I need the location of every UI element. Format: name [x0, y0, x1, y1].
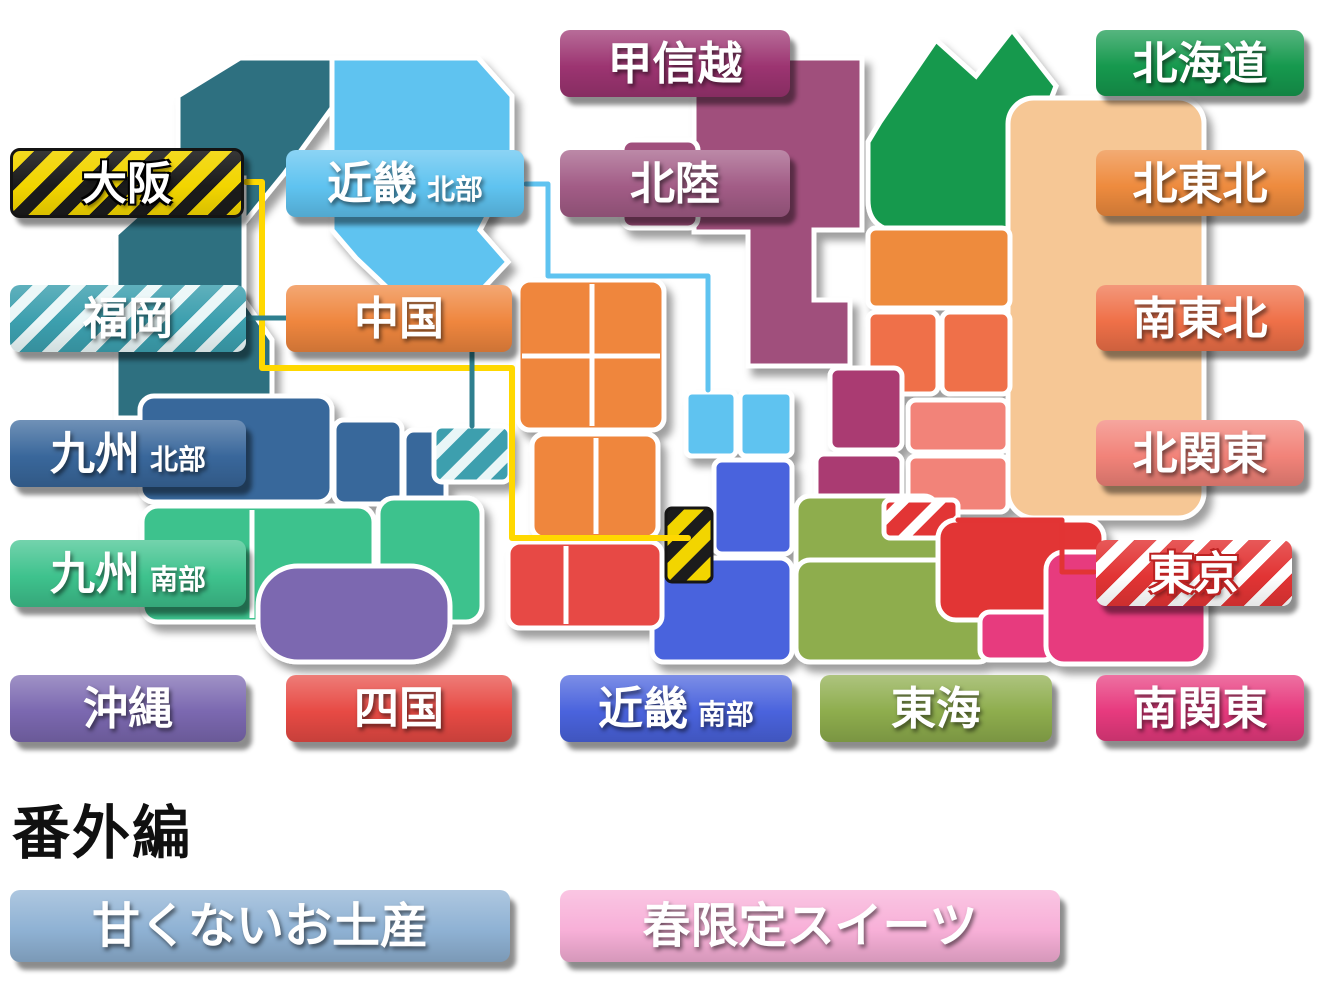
- region-button-tokai[interactable]: 東海: [820, 675, 1052, 742]
- tokyo-leader-line: [955, 517, 1097, 575]
- region-button-osaka[interactable]: 大阪: [10, 148, 244, 218]
- region-button-hokkaido[interactable]: 北海道: [1096, 30, 1304, 96]
- region-label: 四国: [353, 682, 444, 735]
- map-region-kita-tohoku[interactable]: [865, 225, 1013, 311]
- region-button-kinki-south[interactable]: 近畿 南部: [560, 675, 792, 742]
- region-button-fukuoka[interactable]: 福岡: [10, 285, 246, 352]
- region-label: 沖縄: [82, 682, 173, 735]
- extra-label: 甘くないお土産: [91, 898, 428, 954]
- map-region-okinawa[interactable]: [255, 563, 453, 665]
- region-label: 北東北: [1132, 156, 1268, 210]
- region-label: 南関東: [1132, 681, 1268, 735]
- region-button-kyushu-south[interactable]: 九州 南部: [10, 540, 246, 607]
- region-button-kyushu-north[interactable]: 九州 北部: [10, 420, 246, 487]
- region-button-tokyo[interactable]: 東京: [1096, 540, 1292, 606]
- region-label: 東京: [1148, 546, 1239, 600]
- region-button-okinawa[interactable]: 沖縄: [10, 675, 246, 742]
- region-button-chugoku[interactable]: 中国: [286, 285, 512, 352]
- map-region-shikoku[interactable]: [505, 539, 665, 631]
- region-button-kinki-north[interactable]: 近畿 北部: [286, 150, 524, 217]
- region-button-kita-tohoku[interactable]: 北東北: [1096, 150, 1304, 216]
- region-button-koshinetsu[interactable]: 甲信越: [560, 30, 790, 97]
- region-label: 大阪: [81, 156, 172, 210]
- region-label: 南東北: [1132, 291, 1268, 345]
- region-button-kita-kanto[interactable]: 北関東: [1096, 420, 1304, 486]
- region-label: 北陸: [629, 157, 720, 210]
- region-label: 近畿: [597, 682, 688, 735]
- region-label: 九州: [49, 427, 140, 480]
- extra-button-not-sweet-souvenirs[interactable]: 甘くないお土産: [10, 890, 510, 962]
- region-button-shikoku[interactable]: 四国: [286, 675, 512, 742]
- region-label: 九州: [49, 547, 140, 600]
- map-region-chugoku[interactable]: [515, 277, 667, 541]
- map-region-osaka-block[interactable]: [664, 506, 714, 584]
- region-label: 福岡: [82, 292, 173, 345]
- region-label-suffix: 北部: [150, 442, 207, 476]
- region-label-suffix: 南部: [150, 562, 207, 596]
- region-label: 北関東: [1132, 426, 1268, 480]
- map-region-fukuoka-block[interactable]: [431, 423, 513, 485]
- osaka-leader-line: [243, 179, 691, 541]
- extra-label: 春限定スイーツ: [642, 898, 978, 954]
- region-label: 近畿: [326, 157, 417, 210]
- region-label: 甲信越: [607, 37, 743, 90]
- kinki-north-leader-line: [523, 181, 711, 393]
- map-region-teal-band[interactable]: [113, 55, 335, 421]
- region-label: 東海: [890, 682, 981, 735]
- region-label: 中国: [353, 292, 444, 345]
- extra-button-spring-limited-sweets[interactable]: 春限定スイーツ: [560, 890, 1060, 962]
- extra-section-heading: 番外編: [12, 799, 193, 867]
- region-label-suffix: 南部: [698, 697, 755, 731]
- region-button-minami-kanto[interactable]: 南関東: [1096, 675, 1304, 741]
- region-label: 北海道: [1132, 36, 1268, 90]
- region-button-hokuriku[interactable]: 北陸: [560, 150, 790, 217]
- region-label-suffix: 北部: [427, 172, 484, 206]
- region-button-minami-tohoku[interactable]: 南東北: [1096, 285, 1304, 351]
